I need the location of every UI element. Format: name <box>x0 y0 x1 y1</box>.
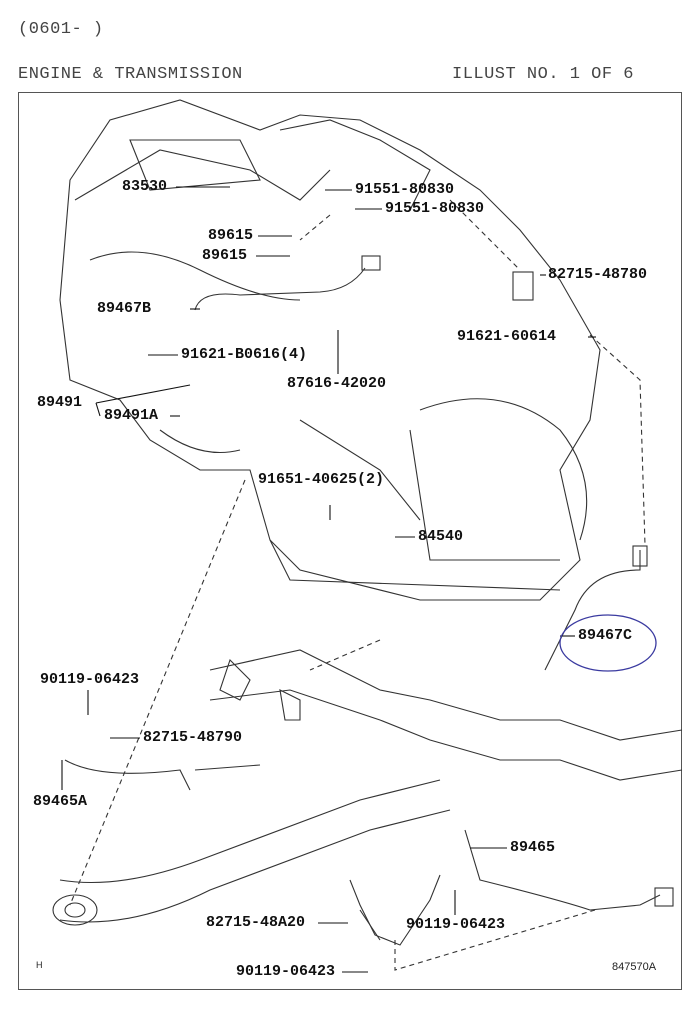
part-label-91551-80830-b[interactable]: 91551-80830 <box>385 200 485 217</box>
part-label-89491[interactable]: 89491 <box>37 394 83 411</box>
part-label-90119-06423-b[interactable]: 90119-06423 <box>406 916 506 933</box>
part-label-89615[interactable]: 89615 <box>208 227 254 244</box>
part-label-83530[interactable]: 83530 <box>122 178 168 195</box>
part-label-84540[interactable]: 84540 <box>418 528 464 545</box>
part-label-89615-b[interactable]: 89615 <box>202 247 248 264</box>
section-title: ENGINE & TRANSMISSION <box>18 65 243 84</box>
corner-mark: H <box>36 960 43 970</box>
part-label-91651-40625[interactable]: 91651-40625(2) <box>258 471 385 488</box>
illust-code: 847570A <box>612 961 657 973</box>
part-label-82715-48790[interactable]: 82715-48790 <box>143 729 243 746</box>
part-label-89465A[interactable]: 89465A <box>33 793 88 810</box>
illust-number: ILLUST NO. 1 OF 6 <box>452 65 634 84</box>
part-label-87616-42020[interactable]: 87616-42020 <box>287 375 387 392</box>
part-label-91551-80830[interactable]: 91551-80830 <box>355 181 455 198</box>
part-label-89491A[interactable]: 89491A <box>104 407 159 424</box>
part-label-82715-48780[interactable]: 82715-48780 <box>548 266 648 283</box>
part-label-89465[interactable]: 89465 <box>510 839 556 856</box>
part-label-90119-06423-c[interactable]: 90119-06423 <box>236 963 336 980</box>
part-label-89467B[interactable]: 89467B <box>97 300 152 317</box>
date-range: (0601- ) <box>18 20 104 39</box>
part-label-91621-60614[interactable]: 91621-60614 <box>457 328 557 345</box>
circle-annotation <box>559 614 657 672</box>
part-label-90119-06423[interactable]: 90119-06423 <box>40 671 140 688</box>
part-label-82715-48A20[interactable]: 82715-48A20 <box>206 914 306 931</box>
part-label-91621-B0616[interactable]: 91621-B0616(4) <box>181 346 308 363</box>
diagram-frame <box>18 92 682 990</box>
part-label-89467C[interactable]: 89467C <box>578 627 633 644</box>
